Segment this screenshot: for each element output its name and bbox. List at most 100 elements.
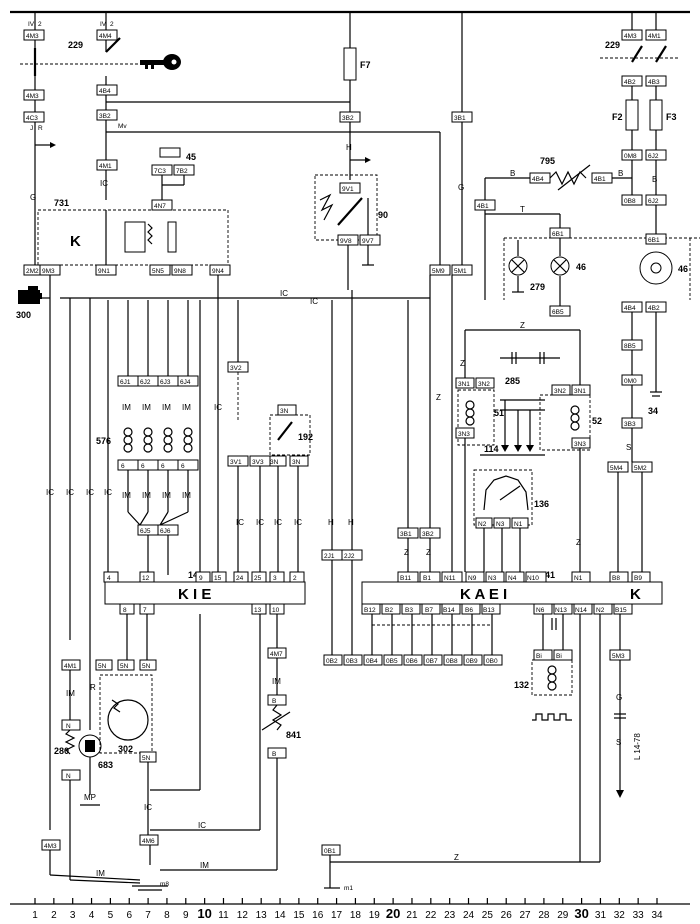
scale-tick-label: 28 <box>538 910 550 921</box>
svg-text:6J5: 6J5 <box>140 528 151 535</box>
scale-tick-label: 26 <box>501 910 513 921</box>
svg-text:5M9: 5M9 <box>432 268 445 275</box>
label-f3: F3 <box>666 112 677 122</box>
svg-text:5N: 5N <box>98 663 107 670</box>
switch-contact-lever <box>105 37 121 53</box>
svg-text:G: G <box>616 693 622 702</box>
ecu-142: 142 K I E 4 12 9 15 24 25 3 2 8 7 13 10 <box>103 570 306 615</box>
scale-tick-label: 32 <box>614 910 626 921</box>
svg-text:3B1: 3B1 <box>454 115 466 122</box>
svg-text:IM: IM <box>162 403 171 412</box>
svg-text:B13: B13 <box>483 607 495 614</box>
svg-text:5M2: 5M2 <box>634 465 647 472</box>
svg-text:2: 2 <box>110 21 114 28</box>
label-731: 731 <box>54 198 69 208</box>
svg-text:B7: B7 <box>425 607 433 614</box>
svg-text:IC: IC <box>198 821 206 830</box>
bottom-connector-row: 0B2 0B3 0B4 0B5 0B6 0B7 0B8 0B9 0B0 <box>323 614 503 666</box>
svg-text:IC: IC <box>66 488 74 497</box>
svg-text:3B2: 3B2 <box>422 531 434 538</box>
svg-text:9N1: 9N1 <box>98 268 110 275</box>
lamp-group-46: 6B1 279 46 6B5 6B1 46 4B4 4B2 34 8B5 0M0 <box>503 205 700 473</box>
scale-tick-label: 27 <box>519 910 531 921</box>
svg-text:7B2: 7B2 <box>176 168 188 175</box>
label-280: 280 <box>54 746 69 756</box>
right-fuse-group: 4M3 4M1 229 4B2 4B3 F2 F3 0M8 6J2 B 0B8 … <box>600 12 680 206</box>
svg-text:IM: IM <box>122 403 131 412</box>
scale-tick-label: 11 <box>218 910 229 921</box>
label-46-left: 46 <box>576 262 586 272</box>
svg-text:N6: N6 <box>536 607 545 614</box>
svg-text:6J2: 6J2 <box>648 198 659 205</box>
sensors-51-52-group: 285 3N1 3N2 3N2 3N1 51 52 114 3N3 3N3 Z … <box>455 330 602 572</box>
svg-text:4M6: 4M6 <box>142 838 155 845</box>
svg-text:IC: IC <box>214 403 222 412</box>
ground-m1-label: m1 <box>344 885 353 892</box>
svg-text:IM: IM <box>142 403 151 412</box>
svg-text:3N2: 3N2 <box>554 388 566 395</box>
svg-text:B6: B6 <box>465 607 473 614</box>
svg-text:9: 9 <box>199 575 203 582</box>
svg-text:S: S <box>626 443 631 452</box>
svg-text:IC: IC <box>280 289 288 298</box>
svg-text:R: R <box>90 683 96 692</box>
svg-text:6B5: 6B5 <box>552 309 564 316</box>
scale-tick-label: 10 <box>197 906 211 921</box>
svg-text:10: 10 <box>272 607 280 614</box>
svg-text:N9: N9 <box>468 575 477 582</box>
svg-text:9V8: 9V8 <box>340 238 352 245</box>
svg-text:0B6: 0B6 <box>406 658 418 665</box>
scale-tick-label: 33 <box>633 910 645 921</box>
svg-text:0M0: 0M0 <box>624 378 637 385</box>
svg-text:6B1: 6B1 <box>648 237 660 244</box>
svg-text:5N: 5N <box>142 663 151 670</box>
svg-text:N11: N11 <box>444 575 456 582</box>
label-192: 192 <box>298 432 313 442</box>
svg-text:24: 24 <box>236 575 244 582</box>
svg-text:B1: B1 <box>423 575 431 582</box>
scale-tick-label: 18 <box>350 910 362 921</box>
svg-text:2M2: 2M2 <box>26 268 39 275</box>
scale-tick-label: 6 <box>126 910 132 921</box>
scale-tick-label: 3 <box>70 910 76 921</box>
svg-text:S: S <box>616 738 621 747</box>
svg-text:IM: IM <box>200 861 209 870</box>
scale-tick-label: 7 <box>145 910 151 921</box>
scale-tick-label: 13 <box>256 910 268 921</box>
svg-text:2J1: 2J1 <box>324 553 335 560</box>
svg-text:6B1: 6B1 <box>552 231 564 238</box>
svg-text:4M3: 4M3 <box>44 843 57 850</box>
svg-text:4B2: 4B2 <box>648 305 660 312</box>
ecu-141-box <box>361 581 663 605</box>
connector-code: 4M4 <box>99 33 112 40</box>
svg-text:3B2: 3B2 <box>342 115 354 122</box>
svg-text:Mv: Mv <box>118 123 127 130</box>
svg-text:IC: IC <box>144 803 152 812</box>
svg-text:4M7: 4M7 <box>270 651 283 658</box>
label-795: 795 <box>540 156 555 166</box>
label-f7: F7 <box>360 60 371 70</box>
svg-text:N1: N1 <box>514 521 523 528</box>
svg-text:4N7: 4N7 <box>154 203 166 210</box>
svg-text:IC: IC <box>104 488 112 497</box>
relay-731: 45 7C3 7B2 4N7 731 K 2M2 9M3 9N1 5N5 9N8… <box>16 147 231 320</box>
svg-text:T: T <box>520 205 525 214</box>
label-141: 141 <box>540 570 555 580</box>
svg-text:IC: IC <box>274 518 282 527</box>
svg-text:6: 6 <box>161 463 165 470</box>
svg-text:13: 13 <box>254 607 262 614</box>
svg-text:3B2: 3B2 <box>99 113 111 120</box>
scale-tick-label: 29 <box>557 910 569 921</box>
left-bottom-group: 4M1 IM N 280 N R 683 MP 5N 5N 5N 302 5N … <box>41 614 301 891</box>
svg-text:IM: IM <box>122 491 131 500</box>
label-f2: F2 <box>612 112 623 122</box>
scale-tick-label: 5 <box>108 910 114 921</box>
scale-tick-label: 21 <box>406 910 418 921</box>
scale-tick-label: 16 <box>312 910 324 921</box>
svg-text:Z: Z <box>460 359 465 368</box>
svg-text:4M1: 4M1 <box>99 163 112 170</box>
svg-text:2J2: 2J2 <box>344 553 355 560</box>
